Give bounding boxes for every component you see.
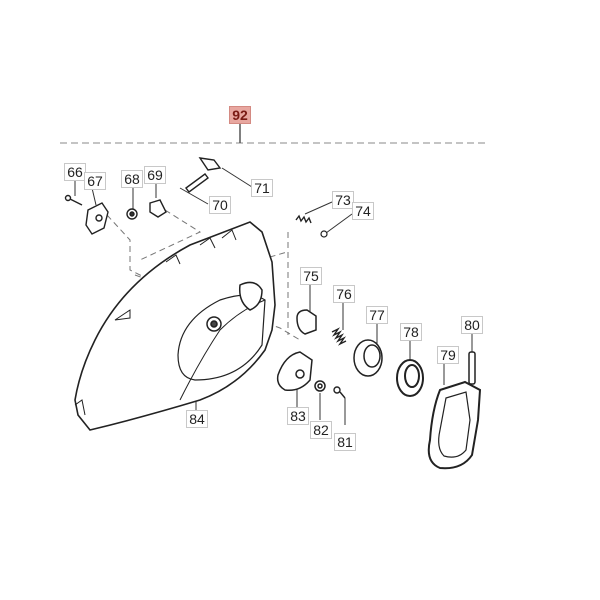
part-75-bushing: [296, 309, 317, 335]
part-78-ring: [396, 359, 424, 397]
part-73-spring: [295, 214, 312, 224]
part-71-tensioner-nut: [198, 157, 222, 171]
callout-78: 78: [400, 323, 422, 341]
part-76-spring: [331, 327, 347, 346]
callout-82: 82: [310, 421, 332, 439]
part-80-pin: [468, 351, 476, 385]
callout-75: 75: [300, 267, 322, 285]
callout-80: 80: [461, 316, 483, 334]
callout-76: 76: [333, 285, 355, 303]
part-70-threaded-rod: [185, 173, 209, 193]
part-67-bracket: [85, 202, 109, 235]
callout-77: 77: [366, 306, 388, 324]
part-69-sleeve: [149, 199, 167, 218]
callout-68: 68: [121, 170, 143, 188]
callout-83: 83: [287, 407, 309, 425]
callout-73: 73: [332, 191, 354, 209]
part-68-nut: [126, 208, 138, 220]
part-83-gear-wheel: [276, 351, 313, 392]
callout-69: 69: [144, 166, 166, 184]
assembly-bracket: [60, 123, 485, 144]
part-82-washer: [314, 380, 326, 392]
callout-92-assembly: 92: [229, 106, 251, 124]
part-79-tension-knob-cover: [427, 380, 482, 470]
callout-71: 71: [251, 179, 273, 197]
callout-74: 74: [352, 202, 374, 220]
part-77-knob-hub: [353, 339, 383, 377]
callout-79: 79: [437, 346, 459, 364]
part-81-screw: [333, 386, 346, 399]
part-66-screw: [64, 194, 83, 206]
part-74-ball: [320, 230, 328, 238]
sprocket-cover-part: [74, 221, 276, 431]
callout-81: 81: [334, 433, 356, 451]
callout-70: 70: [209, 196, 231, 214]
callout-66: 66: [64, 163, 86, 181]
callout-67: 67: [84, 172, 106, 190]
callout-84: 84: [186, 410, 208, 428]
